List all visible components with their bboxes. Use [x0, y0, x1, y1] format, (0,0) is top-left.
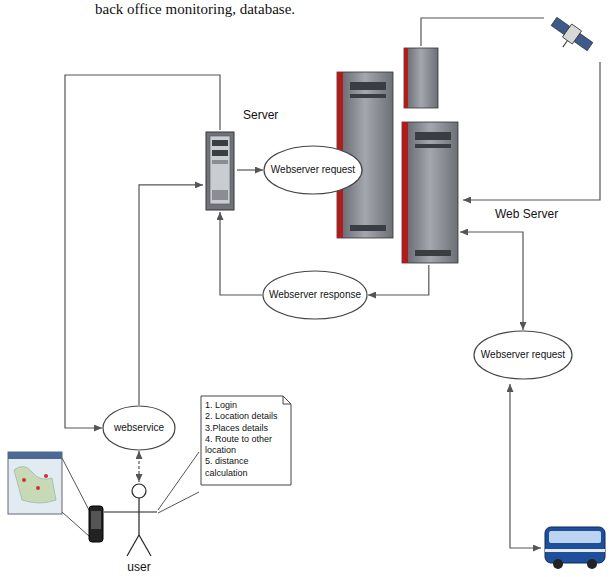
heading-text: back office monitoring, database. — [95, 1, 295, 18]
ellipse-node: Webserver response — [262, 270, 368, 320]
note-box: 1. Login2. Location details3.Places deta… — [200, 395, 292, 486]
connector — [139, 185, 203, 405]
user-figure — [104, 484, 157, 556]
note-shape — [201, 396, 291, 485]
list-item: 3.Places details — [205, 423, 280, 434]
ellipse-shape — [103, 406, 175, 450]
ellipse-node: webservice — [102, 405, 176, 451]
node-label: Server — [243, 108, 278, 122]
map-image — [8, 452, 62, 514]
satellite-icon — [545, 15, 595, 60]
server-cluster — [337, 48, 458, 263]
node-label: webservice — [114, 422, 164, 434]
map-link — [62, 458, 89, 510]
connector — [220, 212, 262, 295]
connector — [460, 232, 523, 330]
ellipse-shape — [264, 146, 362, 194]
server-node: Web Server — [335, 45, 460, 265]
connector — [138, 451, 139, 482]
phone-screen — [91, 511, 101, 529]
list-item: 5. distance calculation — [205, 456, 280, 479]
satellite-link — [463, 62, 600, 200]
node-label: user — [127, 560, 150, 574]
list-item: 4. Route to other location — [205, 434, 280, 457]
list-item: 2. Location details — [205, 411, 280, 422]
ellipse-shape — [263, 271, 367, 319]
list-item: 1. Login — [205, 400, 280, 411]
map-link — [62, 512, 89, 536]
satellite-link — [421, 18, 544, 46]
node-label: Webserver response — [269, 289, 361, 301]
bus-link — [510, 384, 541, 548]
server-icon — [206, 132, 234, 210]
connector — [368, 265, 429, 295]
phone-icon — [89, 506, 103, 542]
node-label: Webserver request — [271, 164, 355, 176]
ellipse-node: Webserver request — [263, 145, 363, 195]
leader-line — [158, 452, 199, 510]
server-node: Server — [203, 130, 237, 212]
leader-line — [158, 492, 199, 513]
ellipse-shape — [474, 331, 572, 379]
node-label: Web Server — [495, 207, 558, 221]
ellipse-node: Webserver request — [473, 330, 573, 380]
bus-icon — [545, 527, 605, 569]
node-label: Webserver request — [481, 349, 565, 361]
user-node: user — [121, 482, 157, 574]
connector — [65, 75, 220, 428]
connector — [237, 169, 263, 170]
